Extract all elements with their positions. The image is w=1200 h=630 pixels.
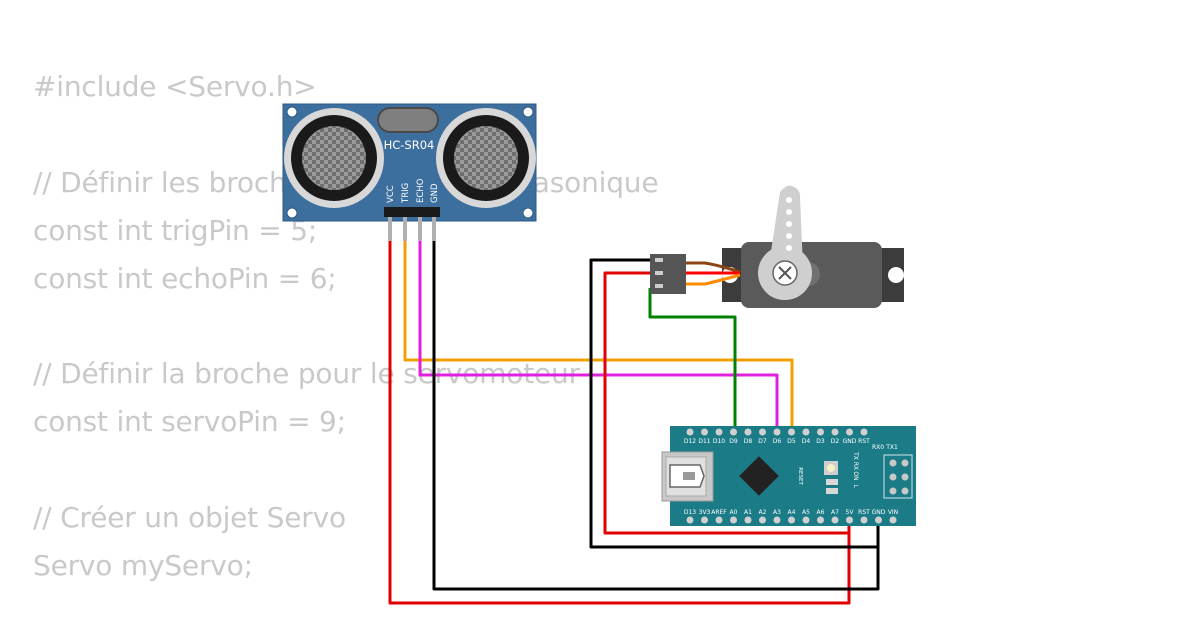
led-label: TX [852, 451, 859, 460]
nano-pin-bottom[interactable] [860, 516, 868, 524]
wire-gnd[interactable] [432, 240, 880, 591]
sensor-pin-label: VCC [386, 185, 396, 203]
code-line: // Créer un objet Servo [33, 501, 346, 535]
code-line: const int echoPin = 6; [33, 261, 337, 295]
nano-pin-label-bottom: A2 [759, 509, 767, 516]
status-leds [826, 479, 838, 494]
wires [388, 240, 880, 605]
nano-pin-label-top: D6 [773, 438, 782, 445]
nano-pin-label-bottom: A0 [730, 509, 738, 516]
sensor-pin-label: GND [430, 183, 440, 203]
code-line: const int trigPin = 5; [33, 213, 318, 247]
nano-pin-bottom[interactable] [730, 516, 737, 524]
nano-pin-bottom[interactable] [759, 516, 766, 524]
nano-pin-label-serial: RX0 [872, 444, 884, 451]
nano-pin-label-top: D2 [831, 438, 840, 445]
wire-echo[interactable] [418, 240, 779, 432]
transducer-right [436, 108, 536, 208]
nano-pin-top[interactable] [686, 428, 694, 436]
wire-trig[interactable] [403, 240, 794, 432]
led-label: L [852, 484, 859, 488]
nano-pin-bottom[interactable] [846, 516, 853, 524]
nano-pin-bottom[interactable] [875, 516, 882, 524]
nano-pin-label-bottom: RST [858, 509, 870, 516]
nano-pin-top[interactable] [817, 428, 824, 436]
sensor-model-label: HC-SR04 [384, 138, 435, 152]
sensor-pin-label: ECHO [416, 178, 426, 203]
nano-pin-top[interactable] [715, 428, 723, 436]
nano-pin-label-bottom: AREF [711, 509, 727, 516]
nano-pin-bottom[interactable] [831, 516, 839, 524]
code-line: Servo myServo; [33, 549, 253, 582]
nano-pin-top[interactable] [701, 428, 708, 436]
wire-servo-signal[interactable] [648, 288, 737, 432]
sensor-pin-label: TRIG [401, 183, 411, 204]
nano-pin-label-bottom: GND [872, 509, 886, 516]
horn-screw-icon [778, 266, 792, 280]
reset-button[interactable] [824, 461, 838, 475]
wire-vcc[interactable] [388, 240, 851, 605]
icsp-header [883, 454, 913, 499]
nano-pin-bottom[interactable] [715, 516, 723, 524]
nano-pin-label-bottom: VIN [888, 509, 898, 516]
nano-pin-top[interactable] [730, 428, 737, 436]
nano-pin-label-bottom: A3 [773, 509, 781, 516]
nano-pin-top[interactable] [773, 428, 781, 436]
led-label: ON [852, 471, 859, 480]
nano-pin-bottom[interactable] [701, 516, 708, 524]
nano-pin-top[interactable] [744, 428, 752, 436]
nano-pin-label-bottom: A5 [802, 509, 810, 516]
microcontroller-chip [739, 456, 779, 496]
nano-pin-label-bottom: 3V3 [699, 509, 711, 516]
wire-servo-gnd[interactable] [589, 258, 880, 549]
nano-pin-bottom[interactable] [802, 516, 810, 524]
nano-pin-label-top: D11 [698, 438, 710, 445]
nano-pin-label-bottom: 5V [846, 509, 855, 516]
nano-pin-label-bottom: A6 [817, 509, 825, 516]
reset-label: RESET [797, 467, 803, 485]
nano-pin-label-top: D8 [744, 438, 753, 445]
nano-pin-label-serial: TX1 [885, 444, 898, 451]
nano-pin-label-top: D12 [684, 438, 696, 445]
nano-pin-top[interactable] [831, 428, 839, 436]
nano-pin-bottom[interactable] [773, 516, 781, 524]
code-line: #include <Servo.h> [33, 70, 317, 103]
nano-pin-top[interactable] [802, 428, 810, 436]
nano-pin-label-top: D10 [713, 438, 725, 445]
nano-pin-bottom[interactable] [788, 516, 795, 524]
nano-pin-label-bottom: A4 [788, 509, 796, 516]
nano-pin-label-bottom: D13 [684, 509, 696, 516]
servo-motor[interactable] [650, 185, 904, 308]
ultrasonic-sensor[interactable]: HC-SR04 VCC TRIG ECHO GND [282, 103, 537, 241]
servo-cable [686, 261, 741, 286]
nano-pin-label-bottom: A1 [744, 509, 752, 516]
nano-pin-label-top: D9 [729, 438, 738, 445]
nano-pin-top[interactable] [788, 428, 795, 436]
usb-connector [661, 451, 714, 502]
wire-servo-vcc[interactable] [603, 271, 851, 535]
nano-pin-bottom[interactable] [686, 516, 694, 524]
nano-pin-top[interactable] [846, 428, 853, 436]
nano-pin-label-top: D4 [802, 438, 811, 445]
nano-pin-top[interactable] [860, 428, 868, 436]
servo-connector[interactable] [650, 254, 686, 294]
nano-pin-label-top: GND [843, 438, 857, 445]
nano-pin-label-top: D3 [816, 438, 825, 445]
led-label: RX [852, 462, 859, 470]
nano-pin-label-top: D5 [787, 438, 796, 445]
nano-pin-label-top: D7 [758, 438, 767, 445]
nano-pin-bottom[interactable] [744, 516, 752, 524]
sensor-header [384, 207, 440, 241]
code-line: const int servoPin = 9; [33, 405, 346, 439]
nano-pin-label-bottom: A7 [831, 509, 839, 516]
servo-horn[interactable] [758, 185, 812, 300]
nano-pin-bottom[interactable] [817, 516, 824, 524]
nano-pin-top[interactable] [759, 428, 766, 436]
transducer-left [284, 108, 384, 208]
nano-pin-label-top: RST [858, 438, 870, 445]
nano-pin-bottom[interactable] [889, 516, 897, 524]
